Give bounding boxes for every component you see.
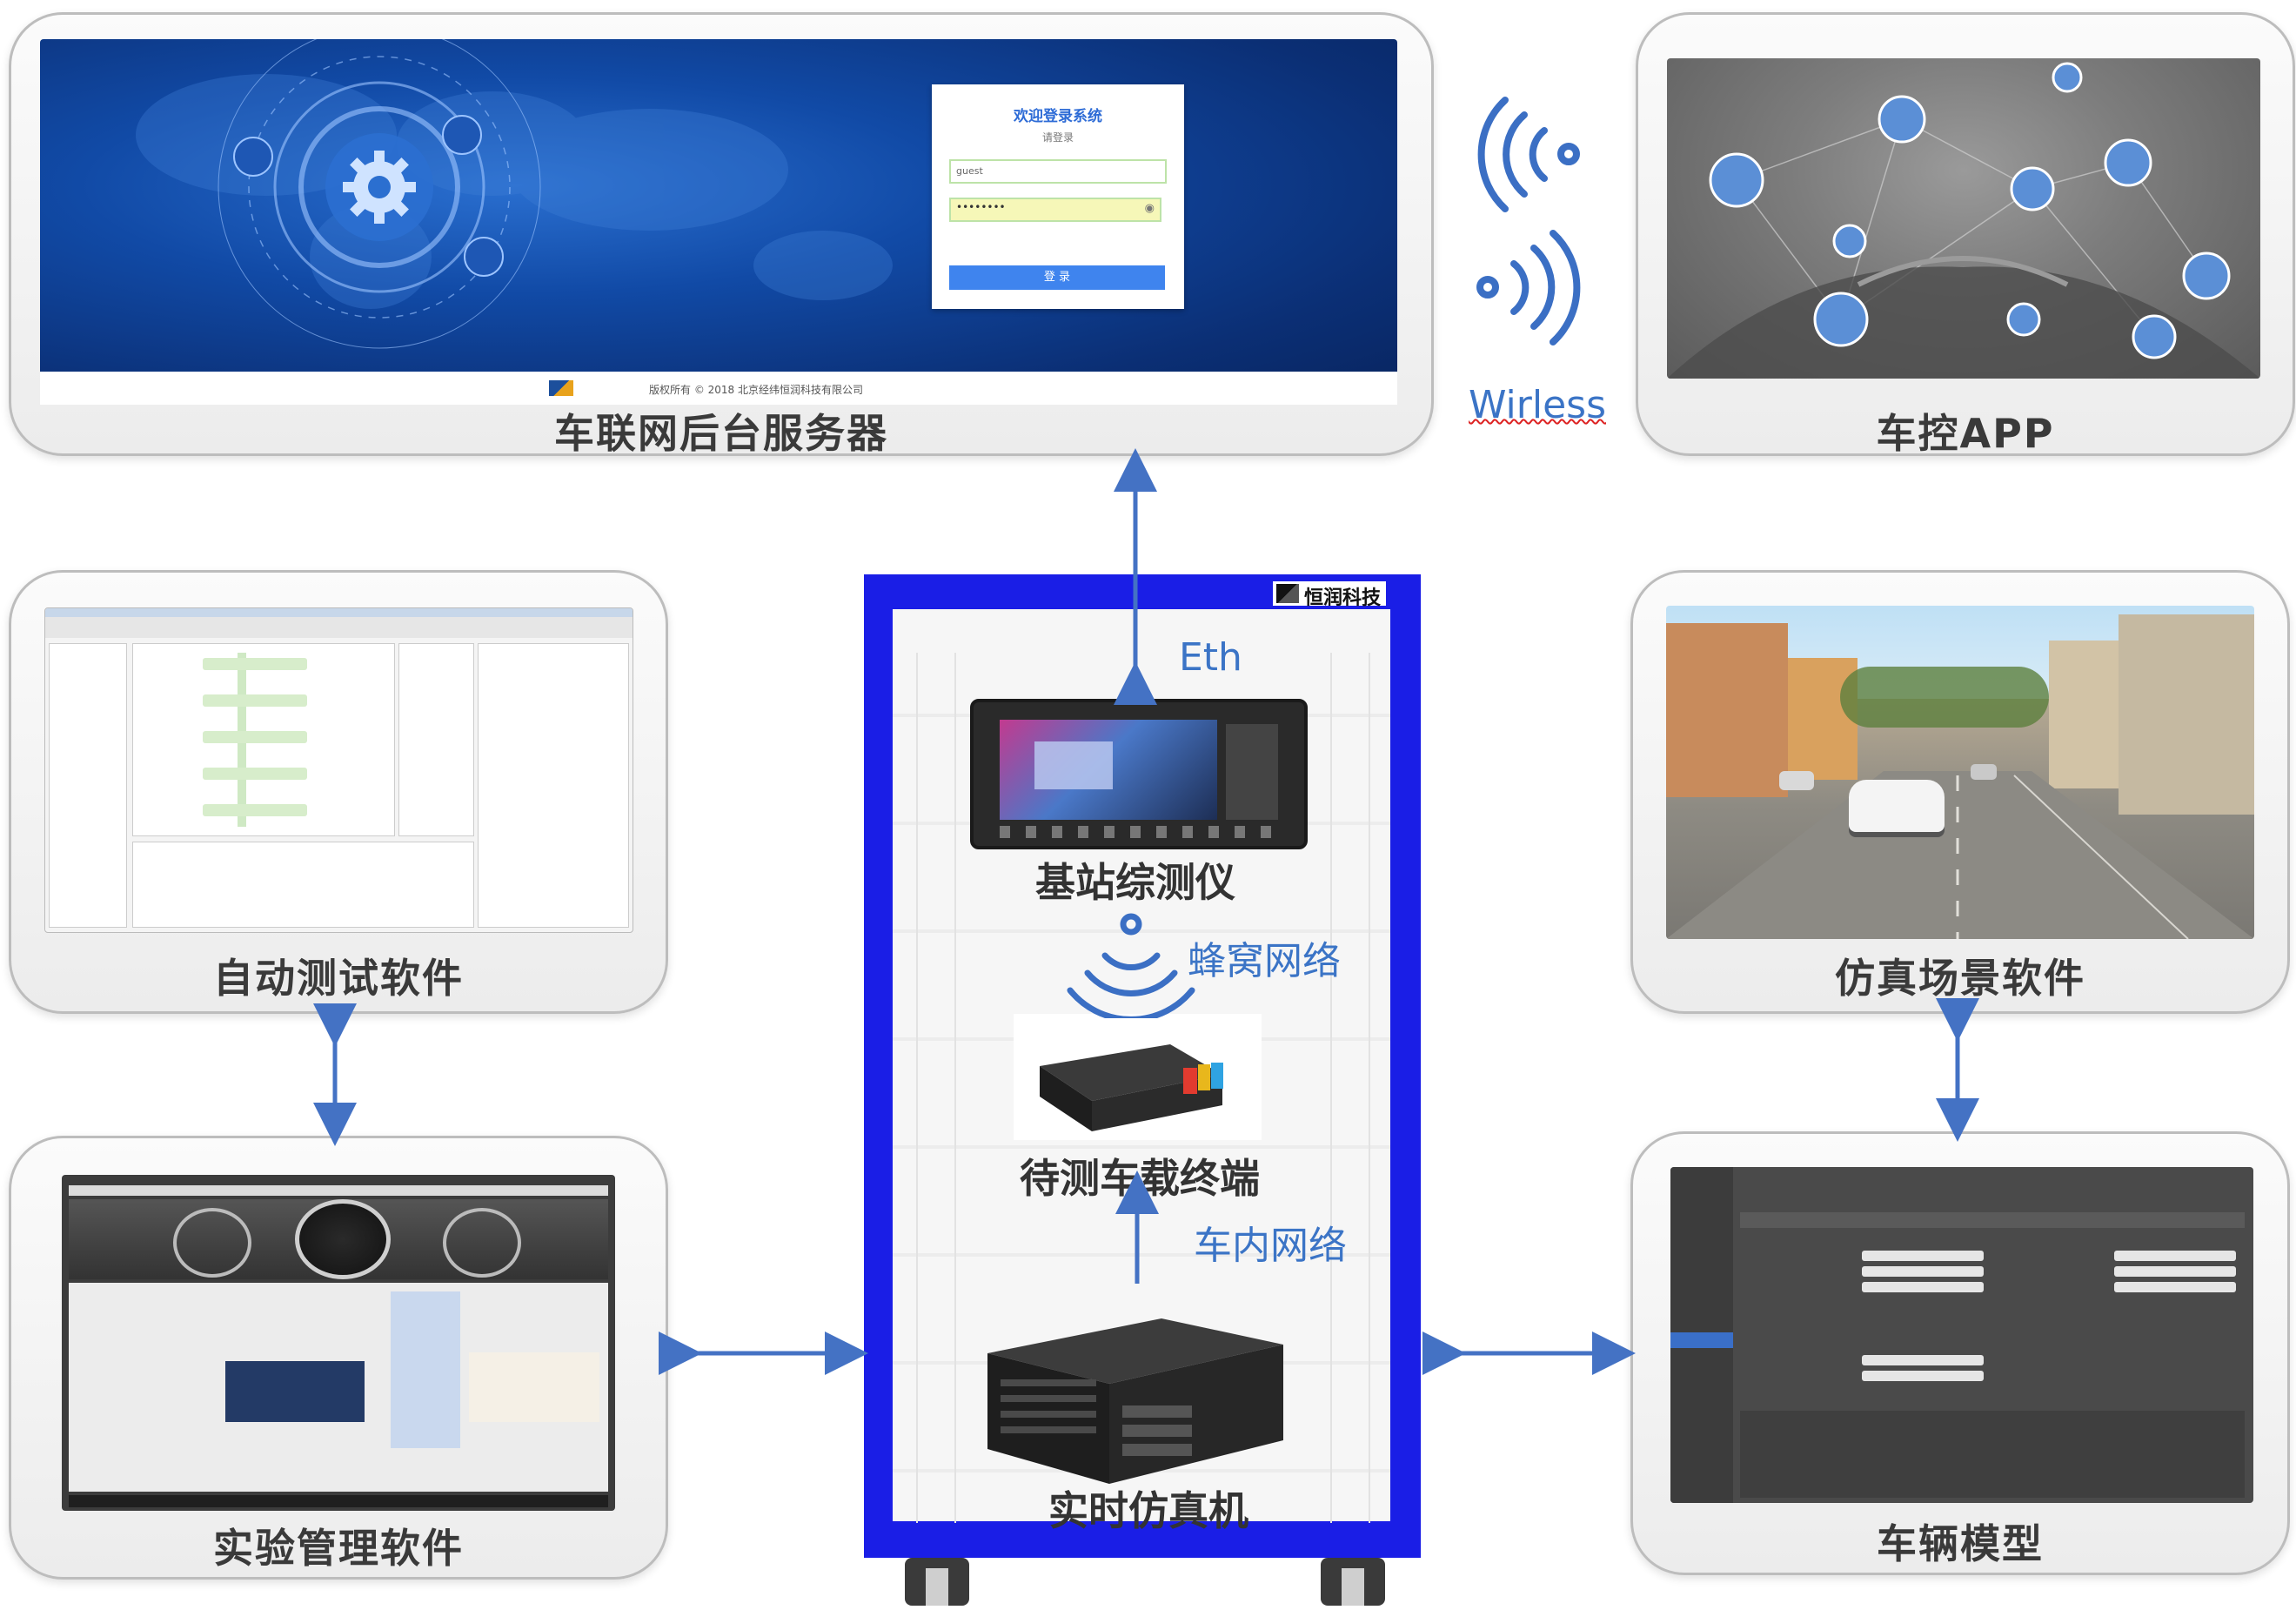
exp-mgmt-panel: 实验管理软件 (9, 1136, 668, 1580)
experiment-workspace (69, 1283, 608, 1492)
building-left (1666, 623, 1788, 797)
simulator-label: 实时仿真机 (1048, 1487, 1248, 1534)
app-panel: 车控APP (1636, 12, 2295, 456)
login-title: 欢迎登录系统 (1014, 108, 1102, 125)
app-node-icons (1709, 62, 2231, 359)
sim-scene-screenshot (1666, 606, 2254, 939)
username-field[interactable]: guest (949, 159, 1167, 184)
variables-table (132, 842, 474, 928)
vehicle-model-sidebar (1670, 1167, 1733, 1503)
cabinet-wheel-left (905, 1558, 969, 1606)
gear-icon (343, 151, 416, 224)
cellular-label: 蜂窝网络 (1188, 939, 1341, 983)
cabinet-wheel-right (1321, 1558, 1385, 1606)
building-right (2119, 614, 2254, 815)
exp-mgmt-screenshot (62, 1175, 615, 1511)
auto-test-caption: 自动测试软件 (213, 955, 464, 1002)
server-screenshot: 欢迎登录系统 请登录 guest •••••••• ◉ 登 录 (40, 39, 1397, 405)
server-footer-text: 版权所有 © 2018 北京经纬恒润科技有限公司 (649, 384, 863, 396)
login-button[interactable]: 登 录 (949, 265, 1165, 290)
road-graphic (1666, 771, 2254, 939)
cabinet-brand-text: 恒润科技 (1304, 587, 1382, 609)
test-flow-area (132, 643, 395, 836)
sim-scene-caption: 仿真场景软件 (1835, 955, 2085, 1002)
exp-mgmt-caption: 实验管理软件 (213, 1525, 464, 1572)
eye-icon[interactable]: ◉ (1144, 202, 1155, 215)
password-value: •••••••• (956, 201, 1006, 213)
wireless-signal-icon (1476, 97, 1581, 345)
vehicle-terminal (1014, 1014, 1262, 1140)
palette-list (398, 643, 474, 836)
wireless-label: Wirless (1469, 383, 1606, 427)
terminal-box-graphic (1040, 1044, 1223, 1131)
server-footer-strip: 版权所有 © 2018 北京经纬恒润科技有限公司 (40, 372, 1397, 405)
server-caption: 车联网后台服务器 (554, 410, 888, 456)
app-caption: 车控APP (1876, 410, 2055, 456)
dashboard-gauges (69, 1199, 608, 1279)
auto-test-screenshot (44, 607, 633, 933)
vehicle-model-screenshot (1670, 1167, 2253, 1503)
cabinet-brand-plate: 恒润科技 (1273, 581, 1386, 609)
trees (1840, 667, 2049, 728)
login-dialog: 欢迎登录系统 请登录 guest •••••••• ◉ 登 录 (932, 84, 1184, 309)
vehicle-model-caption: 车辆模型 (1877, 1520, 2044, 1567)
base-station-tester (970, 699, 1308, 849)
eth-label: Eth (1179, 635, 1242, 680)
simulator-box-graphic (987, 1318, 1283, 1484)
company-logo (549, 380, 573, 396)
login-subtitle: 请登录 (1041, 131, 1074, 144)
cellular-signal-icon (1067, 913, 1195, 1018)
auto-test-panel: 自动测试软件 (9, 570, 668, 1014)
base-station-label: 基站综测仪 (1035, 859, 1235, 906)
car-white (1849, 780, 1945, 832)
outline-panel (478, 643, 629, 928)
realtime-simulator (979, 1318, 1292, 1484)
app-screenshot (1667, 58, 2260, 379)
in-vehicle-network-label: 车内网络 (1194, 1224, 1347, 1268)
sim-scene-panel: 仿真场景软件 (1630, 570, 2290, 1014)
cabinet-logo-icon (1276, 584, 1299, 603)
world-map-graphic (136, 39, 893, 349)
car-dashboard-graphic (1667, 62, 2260, 379)
server-panel: 欢迎登录系统 请登录 guest •••••••• ◉ 登 录 版权所有 © 2… (9, 12, 1434, 456)
password-field[interactable]: •••••••• ◉ (949, 198, 1161, 222)
project-tree (49, 643, 127, 928)
